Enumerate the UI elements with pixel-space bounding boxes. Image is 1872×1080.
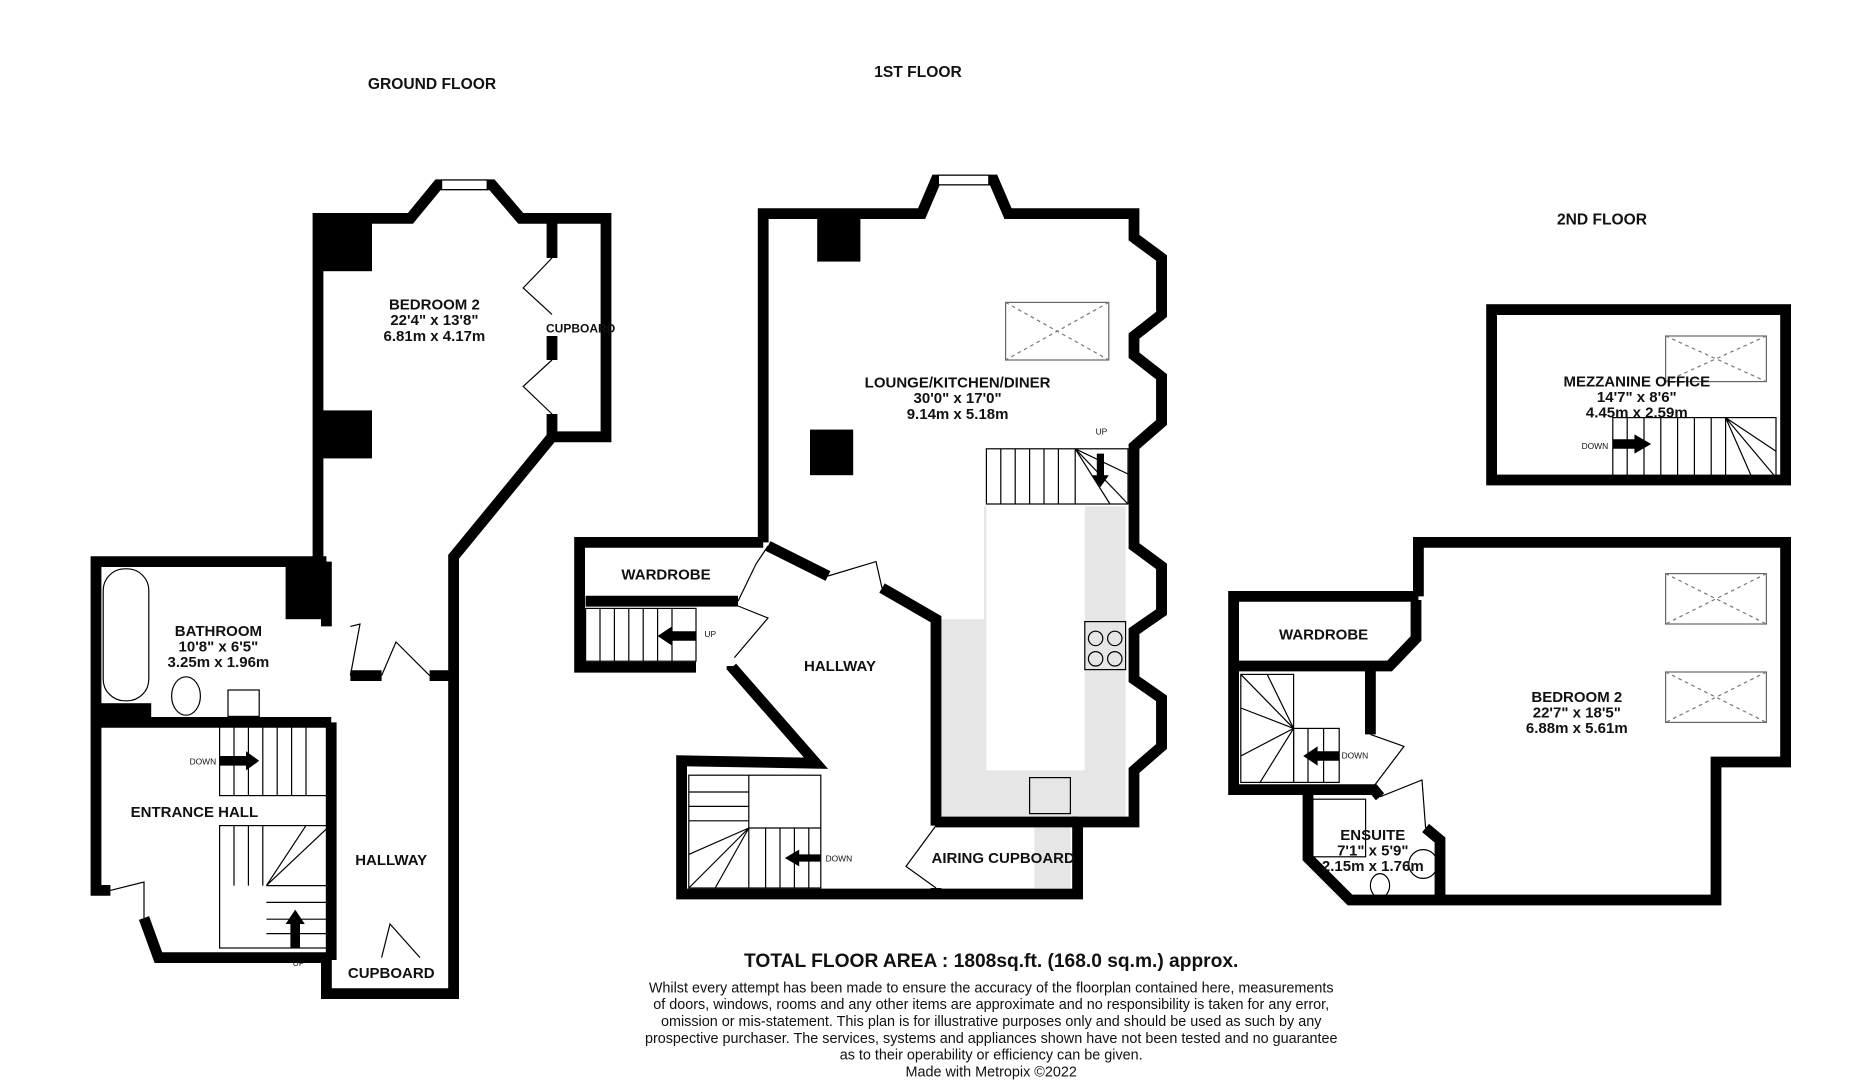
arrow-left-icon — [1303, 746, 1340, 766]
room-dimensions: 2.15m x 1.76m — [1322, 858, 1424, 875]
second-floor-plan: MEZZANINE OFFICE 14'7" x 8'6" 4.45m x 2.… — [1228, 304, 1791, 906]
ground-floor-plan: BEDROOM 2 22'4" x 13'8" 6.81m x 4.17m CU… — [90, 179, 616, 999]
room-label: ENTRANCE HALL — [131, 804, 259, 821]
footer: TOTAL FLOOR AREA : 1808sq.ft. (168.0 sq.… — [645, 951, 1338, 1080]
room-dimensions: 14'7" x 8'6" — [1597, 389, 1677, 406]
room-dimensions: 22'4" x 13'8" — [390, 312, 478, 329]
first-floor-title: 1ST FLOOR — [874, 64, 962, 81]
room-label: WARDROBE — [621, 567, 710, 584]
shower-icon — [1312, 798, 1367, 858]
room-label: BATHROOM — [175, 623, 262, 640]
second-floor-title: 2ND FLOOR — [1557, 211, 1647, 228]
arrow-down-icon — [219, 751, 260, 771]
first-floor-plan: LOUNGE/KITCHEN/DINER 30'0" x 17'0" 9.14m… — [574, 174, 1167, 900]
disclaimer-line: omission or mis-statement. This plan is … — [661, 1014, 1322, 1030]
stairs-label: UP — [704, 629, 716, 639]
room-dimensions: 30'0" x 17'0" — [914, 390, 1002, 407]
stairs-label: DOWN — [190, 756, 217, 766]
disclaimer-line: prospective purchaser. The services, sys… — [645, 1031, 1338, 1047]
room-label: AIRING CUPBOARD — [932, 850, 1076, 867]
disclaimer-line: of doors, windows, rooms and any other i… — [653, 997, 1329, 1013]
arrow-up-icon — [285, 909, 305, 948]
arrow-right-icon — [1612, 434, 1652, 454]
toilet-icon — [1369, 873, 1391, 899]
stairs — [585, 448, 1129, 889]
room-label: HALLWAY — [355, 852, 427, 869]
credit: Made with Metropix ©2022 — [906, 1064, 1077, 1080]
room-dimensions: 7'1" x 5'9" — [1337, 843, 1408, 860]
room-label: BEDROOM 2 — [389, 297, 480, 314]
arrow-left-icon — [657, 626, 696, 646]
room-dimensions: 6.81m x 4.17m — [384, 328, 486, 345]
room-dimensions: 22'7" x 18'5" — [1533, 705, 1621, 722]
room-label: MEZZANINE OFFICE — [1563, 373, 1710, 390]
hob-icon — [1084, 621, 1127, 671]
window — [441, 179, 488, 191]
room-label: HALLWAY — [804, 658, 876, 675]
stairs — [218, 725, 331, 949]
stairs-label: DOWN — [1342, 750, 1369, 760]
stairs-label: UP — [293, 958, 305, 968]
room-label: WARDROBE — [1279, 627, 1368, 644]
arrow-down-icon — [1092, 453, 1109, 488]
stairs-label: DOWN — [1582, 441, 1609, 451]
ground-floor-title: GROUND FLOOR — [368, 76, 496, 93]
room-label: BEDROOM 2 — [1531, 689, 1622, 706]
room-dimensions: 3.25m x 1.96m — [168, 654, 270, 671]
disclaimer-line: Whilst every attempt has been made to en… — [649, 980, 1334, 996]
room-label: CUPBOARD — [546, 321, 616, 335]
room-dimensions: 4.45m x 2.59m — [1586, 405, 1688, 422]
stairs-label: UP — [1096, 426, 1108, 436]
stairs — [1240, 673, 1340, 783]
total-floor-area: TOTAL FLOOR AREA : 1808sq.ft. (168.0 sq.… — [744, 951, 1238, 972]
room-label: CUPBOARD — [348, 965, 435, 982]
stairs — [1612, 416, 1777, 479]
room-dimensions: 9.14m x 5.18m — [907, 406, 1009, 423]
room-dimensions: 10'8" x 6'5" — [179, 639, 259, 656]
sink-icon — [1029, 777, 1071, 815]
disclaimer-line: as to their operability or efficiency ca… — [840, 1048, 1143, 1064]
room-dimensions: 6.88m x 5.61m — [1526, 720, 1628, 737]
stairs-label: DOWN — [826, 854, 853, 864]
basin-icon — [1408, 849, 1439, 879]
arrow-left-icon — [784, 849, 821, 867]
room-label: LOUNGE/KITCHEN/DINER — [865, 375, 1051, 392]
room-label: ENSUITE — [1340, 827, 1405, 844]
